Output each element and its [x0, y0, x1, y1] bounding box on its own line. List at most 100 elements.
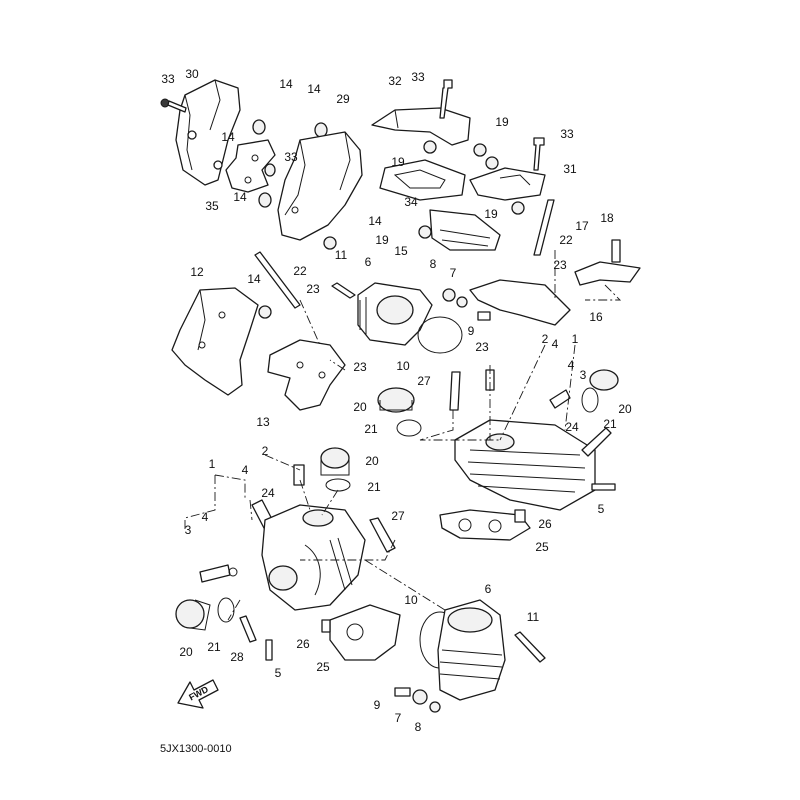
- valve-3-4-lower: [199, 564, 238, 583]
- callout-c-14d: 14: [233, 190, 247, 204]
- callout-c-35: 35: [205, 199, 219, 213]
- callout-c-19a: 19: [495, 115, 509, 129]
- callout-c-10a: 10: [396, 359, 410, 373]
- plug-20-21-upper-right: [581, 369, 619, 413]
- callout-c-7a: 7: [450, 266, 457, 280]
- callout-c-33b: 33: [284, 150, 298, 164]
- callout-c-3b: 3: [185, 523, 192, 537]
- callout-c-19b: 19: [391, 155, 405, 169]
- callout-c-27a: 27: [417, 374, 431, 388]
- bolt-28-and-stud-5-lower: [239, 615, 273, 661]
- gasket-25-lower: [329, 604, 401, 661]
- callout-c-9a: 9: [468, 324, 475, 338]
- callout-c-9b: 9: [374, 698, 381, 712]
- stud-bolt-22-left: [254, 251, 301, 309]
- valve-guide-2-lower: [293, 464, 305, 486]
- spark-plug-24-upper: [581, 427, 612, 457]
- callout-c-5a: 5: [598, 502, 605, 516]
- dowel-26-lower: [321, 619, 331, 633]
- cylinder-6-lower: [437, 599, 506, 701]
- callout-c-3a: 3: [580, 368, 587, 382]
- stud-bolt-22-right: [533, 199, 555, 256]
- callout-c-20a: 20: [353, 400, 367, 414]
- callout-c-21b: 21: [603, 417, 617, 431]
- diagram-code: 5JX1300-0010: [160, 743, 232, 755]
- cover-31: [469, 167, 546, 201]
- gasket-34: [379, 159, 466, 201]
- callout-c-20b: 20: [618, 402, 632, 416]
- cylinder-head-upper: [454, 419, 596, 511]
- damper-19-set: [418, 140, 525, 239]
- washer-nut-7-8-9-upper: [442, 288, 491, 321]
- callout-c-19c: 19: [484, 207, 498, 221]
- bracket-16: [469, 279, 571, 326]
- callout-c-5b: 5: [275, 666, 282, 680]
- side-cover-12: [171, 287, 272, 396]
- callout-c-27b: 27: [391, 509, 405, 523]
- callout-c-25b: 25: [316, 660, 330, 674]
- bolt-33-top-right: [533, 137, 545, 171]
- callout-c-8a: 8: [430, 257, 437, 271]
- stud-5-upper: [591, 483, 616, 491]
- o-ring-10-upper: [417, 316, 463, 354]
- dowel-26-upper: [514, 509, 526, 523]
- callout-c-11b: 11: [527, 610, 540, 624]
- callout-c-1a: 1: [572, 332, 579, 346]
- callout-c-22b: 22: [293, 264, 307, 278]
- bolt-33-top-left: [160, 98, 187, 113]
- callout-c-23b: 23: [306, 282, 320, 296]
- callout-c-14e: 14: [368, 214, 382, 228]
- bolt-27-upper: [449, 371, 461, 411]
- callout-c-24a: 24: [565, 420, 579, 434]
- callout-c-4c: 4: [242, 463, 249, 477]
- callout-c-4b: 4: [568, 358, 575, 372]
- callout-c-18: 18: [600, 211, 614, 225]
- washer-nut-7-8-9-lower: [394, 687, 441, 713]
- cover-29: [277, 131, 363, 250]
- fin-cover-15: [429, 209, 501, 251]
- callout-c-2a: 2: [542, 332, 549, 346]
- callout-c-20c: 20: [365, 454, 379, 468]
- callout-c-21c: 21: [367, 480, 381, 494]
- cylinder-head-lower: [261, 504, 366, 611]
- callout-c-31: 31: [563, 162, 577, 176]
- callout-c-14b: 14: [307, 82, 321, 96]
- callout-c-30: 30: [185, 67, 199, 81]
- bracket-35: [225, 139, 276, 193]
- callout-c-14a: 14: [279, 77, 293, 91]
- callout-c-12: 12: [190, 265, 204, 279]
- callout-c-20d: 20: [179, 645, 193, 659]
- callout-c-25a: 25: [535, 540, 549, 554]
- callout-c-11a: 11: [335, 248, 348, 262]
- callout-c-19d: 19: [375, 233, 389, 247]
- callout-c-23a: 23: [553, 258, 567, 272]
- callout-c-17: 17: [575, 219, 589, 233]
- callout-c-33a: 33: [161, 72, 175, 86]
- callout-c-23d: 23: [353, 360, 367, 374]
- callout-c-33c: 33: [411, 70, 425, 84]
- callout-c-6b: 6: [485, 582, 492, 596]
- callout-c-14c: 14: [221, 130, 235, 144]
- damper-14-set-a: [252, 119, 328, 208]
- bolt-11-upper: [331, 282, 356, 299]
- callout-c-22a: 22: [559, 233, 573, 247]
- bracket-13: [267, 339, 346, 411]
- bolt-11-lower: [514, 631, 546, 663]
- callout-c-8b: 8: [415, 720, 422, 734]
- callout-c-7b: 7: [395, 711, 402, 725]
- plug-20-21-upper-left: [377, 387, 422, 437]
- callout-c-13: 13: [256, 415, 270, 429]
- callout-c-15: 15: [394, 244, 408, 258]
- cover-32: [371, 107, 471, 146]
- callout-c-23c: 23: [475, 340, 489, 354]
- gasket-25-upper: [439, 509, 531, 541]
- plug-20-21-lower-left: [175, 597, 235, 631]
- callout-c-24b: 24: [261, 486, 275, 500]
- callout-c-33d: 33: [560, 127, 574, 141]
- callout-c-6a: 6: [365, 255, 372, 269]
- forward-direction-arrow: FWD: [177, 679, 219, 709]
- callout-c-21d: 21: [207, 640, 221, 654]
- callout-c-26a: 26: [538, 517, 552, 531]
- callout-c-28: 28: [230, 650, 244, 664]
